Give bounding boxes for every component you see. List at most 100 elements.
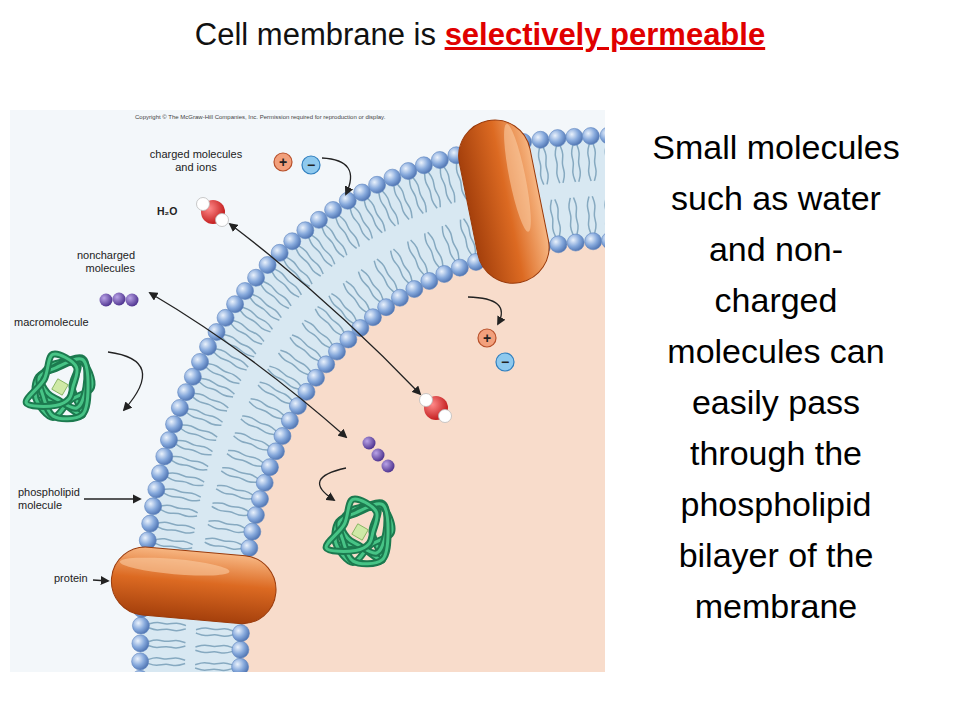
lipid-tail bbox=[324, 225, 346, 256]
lipid-tail bbox=[315, 309, 342, 336]
lipid-tail bbox=[274, 269, 302, 295]
lipid-tail bbox=[588, 143, 591, 181]
pass-arrow bbox=[230, 224, 420, 394]
lipid-head bbox=[582, 128, 599, 145]
lipid-tail bbox=[260, 382, 293, 401]
lipid-head bbox=[391, 289, 408, 306]
lipid-head bbox=[406, 281, 423, 298]
lipid-tail bbox=[171, 457, 208, 467]
title-emphasis: selectively permeable bbox=[445, 17, 766, 52]
charge-sign: + bbox=[279, 155, 287, 169]
membrane-protein bbox=[119, 554, 230, 579]
leader-line bbox=[84, 498, 140, 499]
lipid-head bbox=[550, 236, 567, 253]
motion-arrows bbox=[84, 158, 501, 581]
charge-sign: − bbox=[501, 355, 509, 369]
lipid-head bbox=[601, 232, 605, 249]
lipid-head bbox=[152, 465, 169, 482]
lipid-tail bbox=[232, 320, 264, 341]
noncharged-molecule bbox=[100, 294, 113, 307]
lipid-tail bbox=[157, 522, 195, 529]
lipid-head bbox=[232, 641, 249, 658]
noncharged-molecule bbox=[363, 437, 395, 473]
lipid-head bbox=[251, 491, 268, 508]
charge-sign: − bbox=[307, 158, 315, 172]
lipid-head bbox=[384, 169, 401, 186]
bounce-arrow bbox=[468, 297, 501, 324]
lipid-tail bbox=[343, 283, 367, 313]
lipid-tail bbox=[195, 645, 233, 648]
molecules bbox=[26, 153, 514, 564]
leader-line bbox=[93, 580, 108, 581]
lipid-head bbox=[281, 412, 298, 429]
callout-label: noncharged molecules bbox=[63, 249, 135, 275]
pass-arrow bbox=[150, 293, 346, 437]
lipid-head bbox=[549, 130, 566, 147]
lipid-tail bbox=[353, 206, 373, 239]
lipid-tail bbox=[195, 668, 233, 670]
lipid-tail bbox=[231, 323, 263, 344]
lipid-head bbox=[267, 443, 284, 460]
lipid-tail bbox=[166, 476, 203, 485]
lipid-tail bbox=[157, 526, 195, 533]
lipid-tail bbox=[164, 489, 201, 497]
lipid-tail bbox=[428, 232, 443, 267]
lipid-tail bbox=[235, 433, 270, 447]
callout-label: charged molecules and ions bbox=[148, 148, 244, 174]
macromolecule-tangle bbox=[326, 499, 377, 551]
water-molecule bbox=[439, 410, 452, 423]
lipid-head bbox=[166, 416, 183, 433]
lipid-tail bbox=[593, 143, 596, 181]
charge-sign: + bbox=[483, 331, 491, 345]
lipid-head bbox=[232, 658, 249, 672]
noncharged-molecule bbox=[363, 437, 376, 450]
callout-label: H₂O bbox=[157, 205, 177, 218]
lipid-tail bbox=[250, 297, 280, 321]
lipid-tail bbox=[228, 451, 264, 464]
lipid-tail bbox=[208, 521, 245, 529]
lipid-tail bbox=[428, 171, 441, 207]
lipid-tail bbox=[573, 198, 578, 236]
lipid-head bbox=[421, 273, 438, 290]
lipid-head bbox=[132, 635, 149, 652]
membrane-protein bbox=[109, 544, 279, 626]
lipid-head bbox=[400, 163, 417, 180]
lipid-head bbox=[148, 481, 165, 498]
lipid-tail bbox=[195, 663, 233, 665]
lipid-head bbox=[585, 233, 602, 250]
lipid-head bbox=[247, 507, 264, 524]
lipid-tail bbox=[377, 259, 398, 291]
bounce-arrow bbox=[108, 352, 143, 410]
lipid-tail bbox=[358, 272, 380, 303]
lipid-tail bbox=[242, 416, 277, 432]
lipid-tail bbox=[252, 294, 282, 318]
lipid-head bbox=[160, 432, 177, 449]
lipid-tail bbox=[251, 399, 285, 416]
lipid-tail bbox=[560, 145, 565, 183]
lipid-head bbox=[184, 368, 201, 385]
ion-circle bbox=[302, 156, 320, 174]
lipid-head bbox=[274, 428, 291, 445]
lipid-head bbox=[132, 653, 149, 670]
lipid-tail bbox=[302, 323, 330, 348]
lipid-head bbox=[192, 353, 209, 370]
ion-circle bbox=[274, 153, 292, 171]
lipid-tail bbox=[196, 633, 234, 636]
lipid-head bbox=[369, 176, 386, 193]
lipid-head bbox=[436, 266, 453, 283]
lipid-head bbox=[532, 131, 549, 148]
membrane-protein bbox=[452, 114, 555, 290]
lipid-tail bbox=[336, 217, 357, 249]
lipid-tail bbox=[411, 240, 428, 274]
lipid-head bbox=[132, 617, 149, 634]
lipid-tail bbox=[160, 505, 197, 512]
lipid-tail bbox=[555, 199, 561, 237]
lipid-tail bbox=[187, 409, 223, 422]
lipid-tail bbox=[311, 235, 335, 265]
lipid-tail bbox=[587, 196, 591, 234]
macromolecule-tangle bbox=[326, 499, 377, 551]
lipid-head bbox=[567, 234, 584, 251]
lipid-tail bbox=[290, 337, 320, 361]
lipid-head bbox=[354, 184, 371, 201]
